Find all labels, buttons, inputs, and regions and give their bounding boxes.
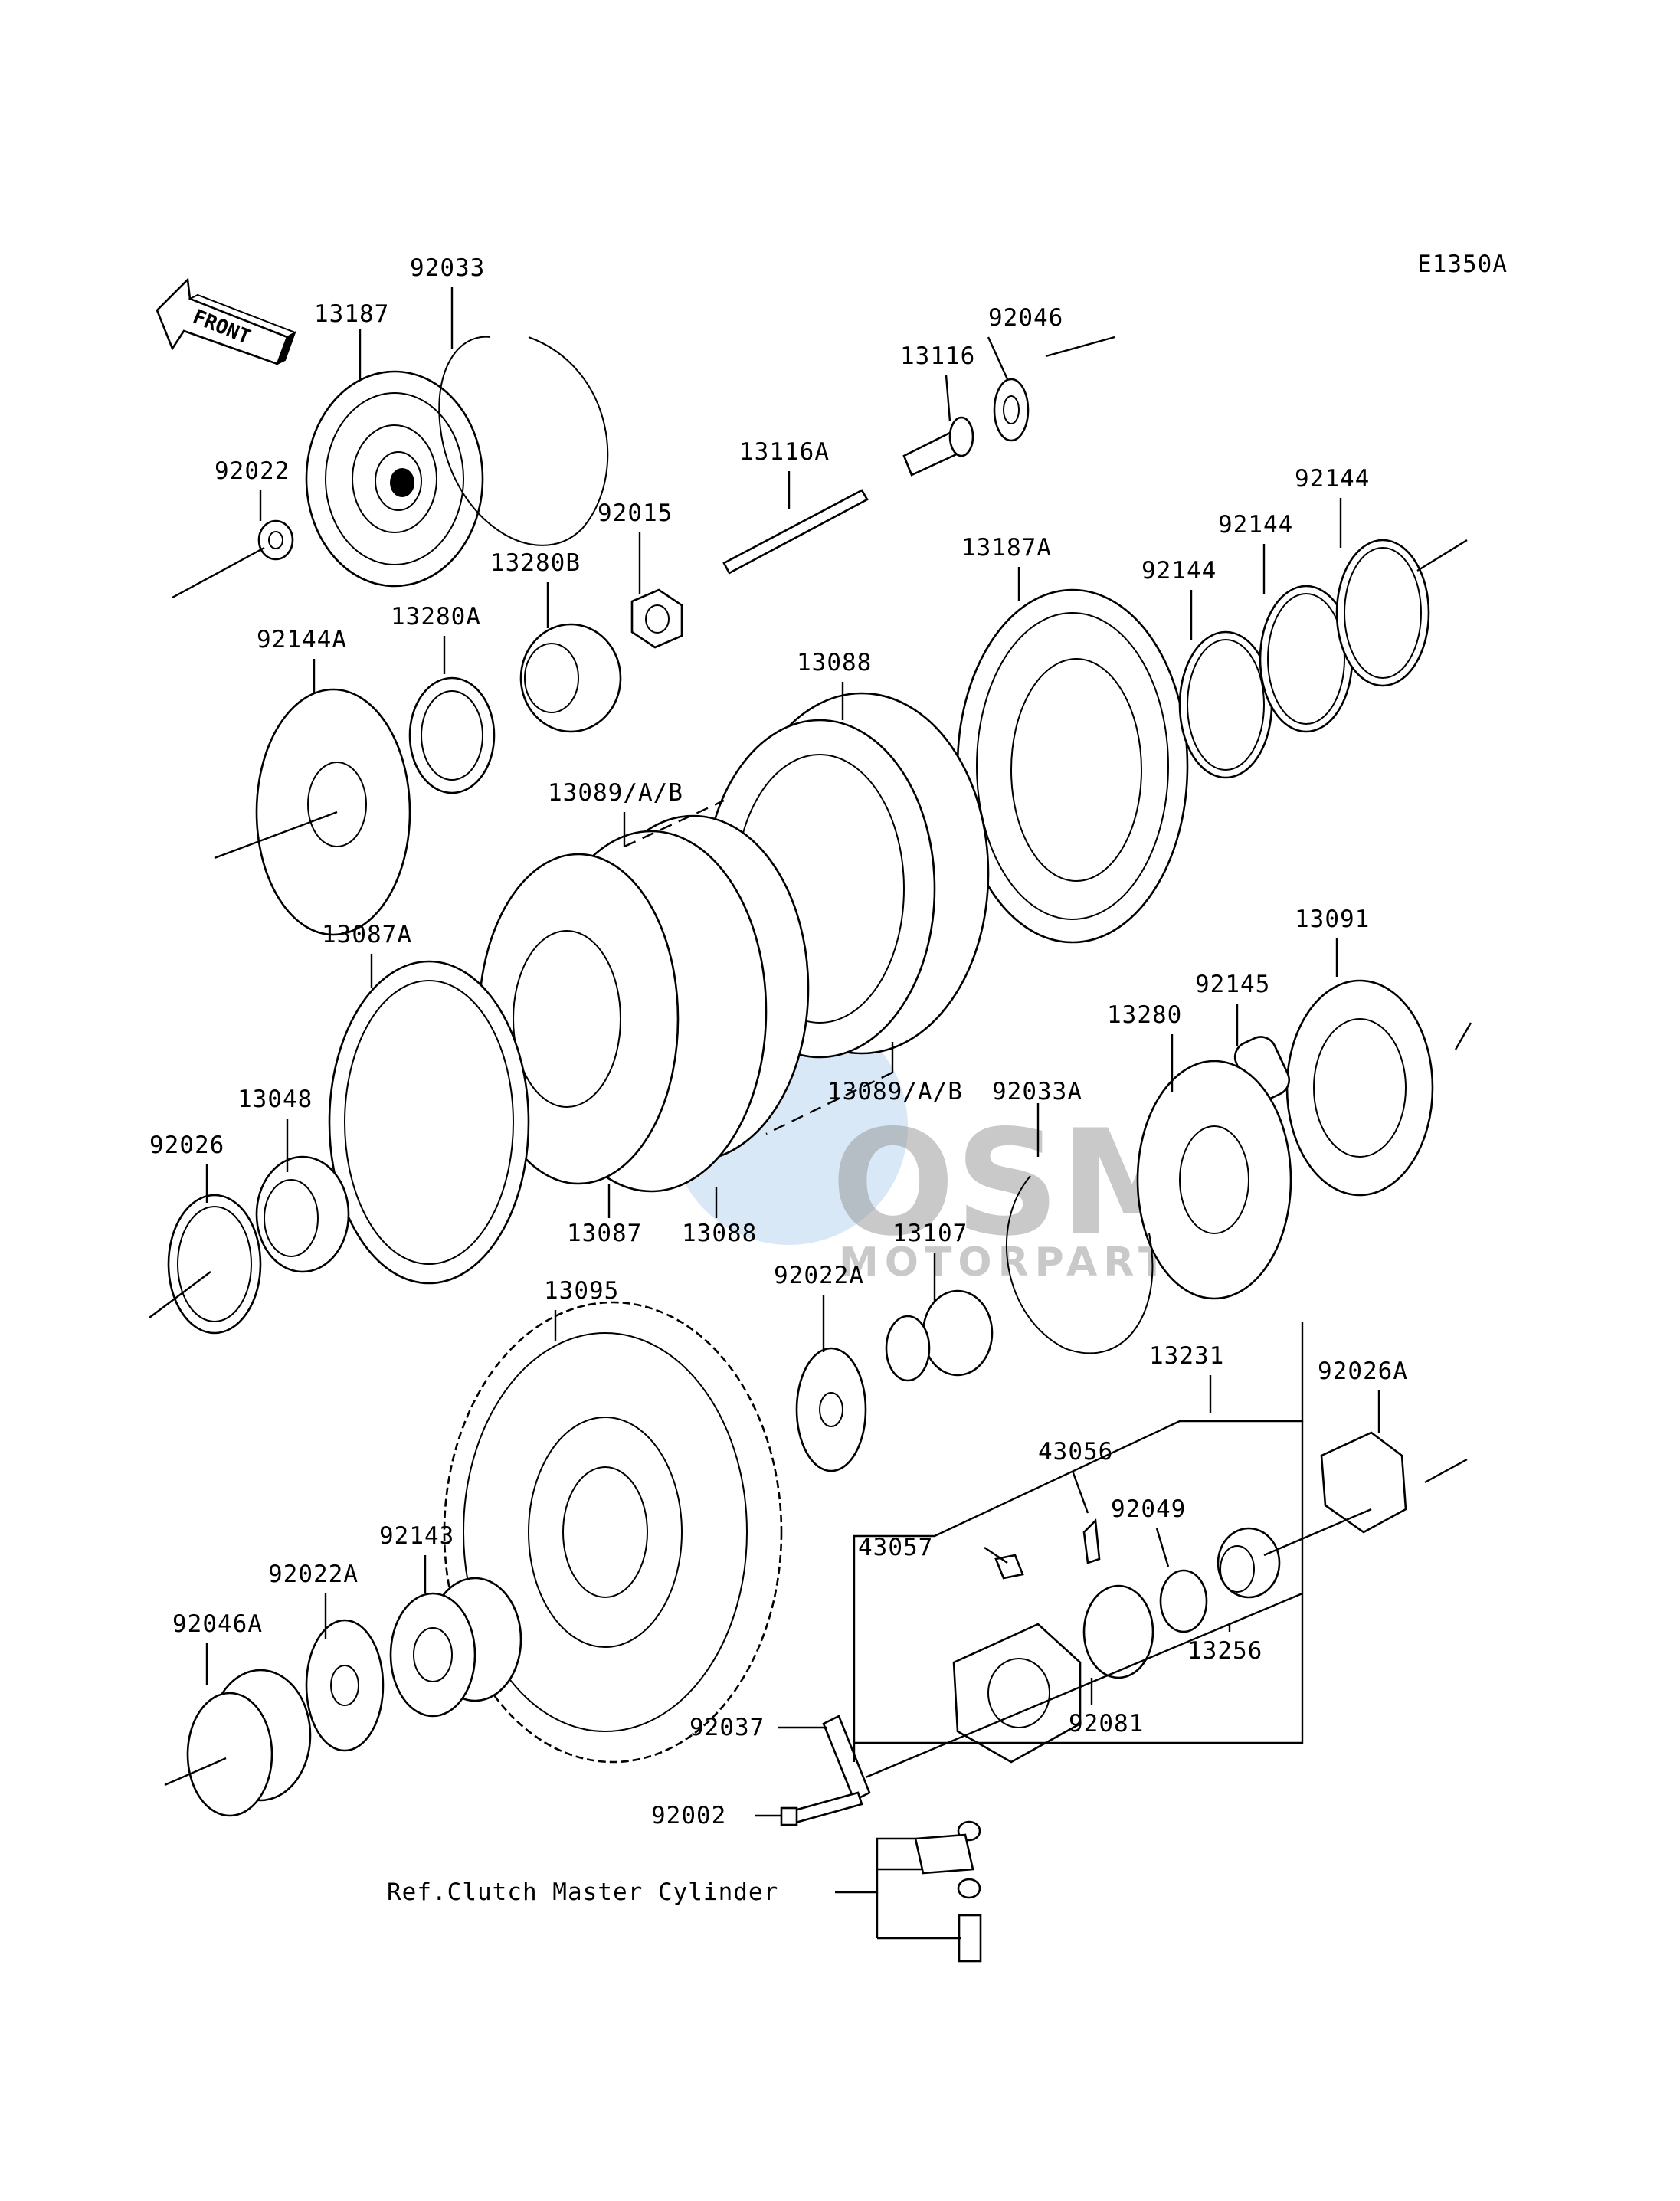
label-13280a: 13280A (391, 603, 481, 630)
label-13187: 13187 (314, 300, 389, 328)
label-13231: 13231 (1149, 1342, 1224, 1370)
label-92015: 92015 (598, 499, 673, 527)
label-13089-top: 13089/A/B (548, 779, 683, 807)
label-92037: 92037 (689, 1714, 765, 1741)
label-92143: 92143 (379, 1522, 454, 1550)
label-92144a: 92144A (257, 626, 347, 653)
label-92046: 92046 (988, 304, 1063, 332)
leader-lines (149, 287, 1472, 1940)
label-13088-low: 13088 (682, 1220, 757, 1247)
label-13107: 13107 (892, 1220, 968, 1247)
label-13087: 13087 (567, 1220, 642, 1247)
watermark-tagline: MOTORPARTS (839, 1240, 1207, 1286)
ref-note: Ref.Clutch Master Cylinder (387, 1878, 778, 1906)
label-92022: 92022 (215, 457, 290, 485)
label-92033a: 92033A (992, 1078, 1082, 1105)
label-13116: 13116 (900, 342, 975, 370)
label-13048: 13048 (237, 1086, 313, 1113)
label-13280: 13280 (1107, 1001, 1182, 1029)
label-13280b: 13280B (490, 549, 581, 577)
label-13091: 13091 (1295, 906, 1370, 933)
label-92144-b: 92144 (1218, 511, 1293, 539)
label-92026: 92026 (149, 1132, 224, 1159)
label-92049: 92049 (1111, 1495, 1186, 1523)
parts (167, 336, 1434, 1963)
front-arrow-icon: FRONT (156, 277, 297, 366)
part-13187 (305, 370, 484, 588)
label-13088-top: 13088 (797, 649, 872, 676)
label-13116a: 13116A (739, 438, 830, 466)
label-92145: 92145 (1195, 971, 1270, 998)
label-92033: 92033 (410, 254, 485, 282)
label-92081: 92081 (1069, 1710, 1144, 1738)
label-43056: 43056 (1038, 1438, 1113, 1466)
label-13095: 13095 (544, 1277, 619, 1305)
label-92022a-top: 92022A (774, 1262, 864, 1289)
label-92144-c: 92144 (1295, 465, 1370, 493)
part-labels: 13187 92033 92022 92046 13116 13116A 920… (149, 254, 1408, 1906)
label-92046a: 92046A (172, 1610, 263, 1638)
label-92026a: 92026A (1318, 1358, 1408, 1385)
label-92022a-low: 92022A (268, 1561, 359, 1588)
label-13089-mid: 13089/A/B (827, 1078, 963, 1105)
label-13087a: 13087A (322, 921, 412, 948)
label-92144-a: 92144 (1141, 557, 1217, 585)
diagram-code: E1350A (1417, 251, 1508, 278)
label-92002: 92002 (651, 1802, 726, 1829)
label-13256: 13256 (1187, 1637, 1262, 1665)
label-43057: 43057 (858, 1534, 933, 1561)
label-13187a: 13187A (961, 534, 1052, 562)
